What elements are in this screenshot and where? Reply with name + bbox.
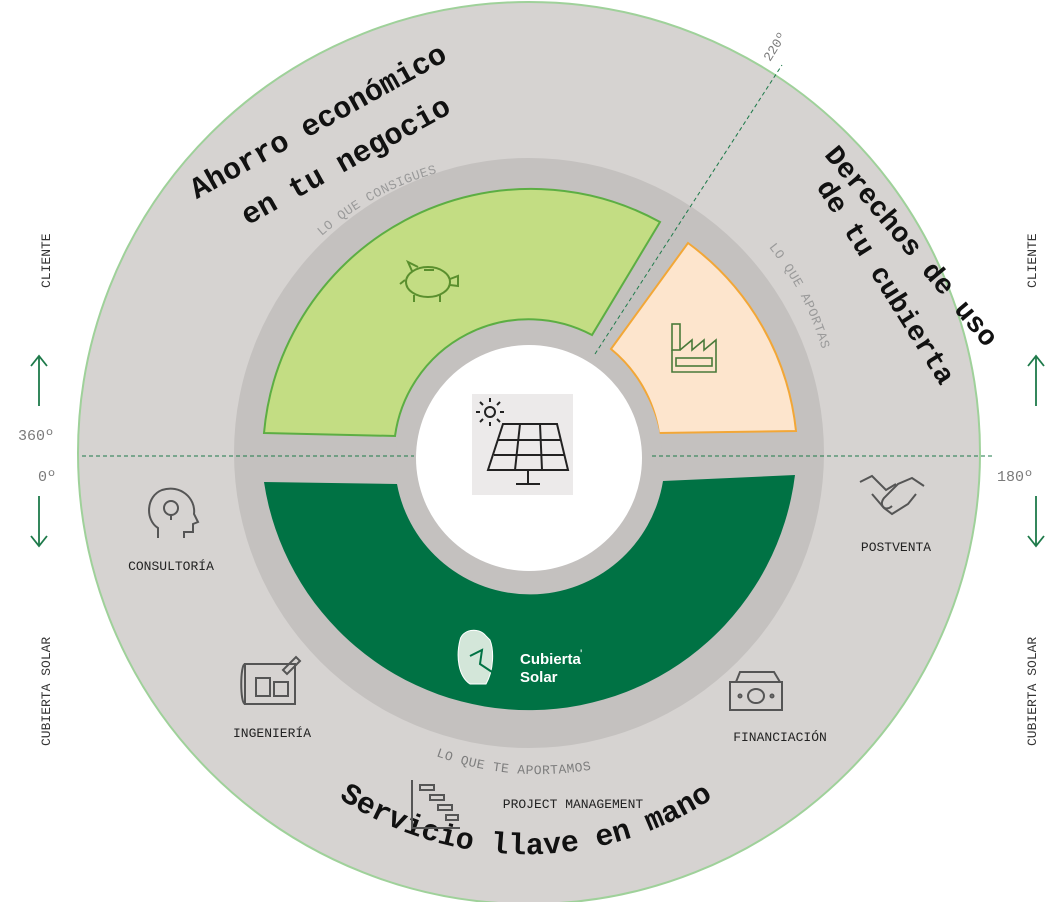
aportas-sector <box>609 241 798 435</box>
consultoria-label: CONSULTORÍA <box>128 559 214 574</box>
banknote-icon <box>729 671 783 711</box>
arrow-down-right-icon <box>1027 496 1045 548</box>
side-label-left-cliente: CLIENTE <box>39 233 54 288</box>
piggy-bank-icon <box>399 259 459 302</box>
brand-mark: ' <box>580 647 582 661</box>
brand-line1: Cubierta <box>520 651 582 668</box>
financiacion-label: FINANCIACIÓN <box>733 730 827 745</box>
gantt-chart-icon <box>411 780 460 829</box>
head-lightbulb-icon <box>148 487 200 538</box>
handshake-icon <box>859 474 925 516</box>
diagonal-dashed-line <box>594 64 783 355</box>
degree-180: 180º <box>997 469 1033 486</box>
consigues-sector <box>262 187 662 438</box>
aportamos-sector <box>264 475 795 711</box>
side-label-right-cubierta-solar: CUBIERTA SOLAR <box>1025 637 1040 746</box>
arrow-up-left-icon <box>30 354 48 406</box>
side-label-right-cliente: CLIENTE <box>1025 233 1040 288</box>
degree-0: 0º <box>38 469 56 486</box>
solar-panel-icon <box>476 398 570 485</box>
degree-220: 220º <box>761 30 790 64</box>
blueprint-icon <box>240 655 302 705</box>
center-icon-tile <box>472 394 573 495</box>
arrow-down-left-icon <box>30 496 48 548</box>
cubierta-solar-logo: Cubierta ' Solar <box>457 629 582 686</box>
factory-icon <box>671 323 717 373</box>
arrow-up-right-icon <box>1027 354 1045 406</box>
postventa-label: POSTVENTA <box>861 540 931 555</box>
brand-line2: Solar <box>520 669 558 686</box>
project-management-label: PROJECT MANAGEMENT <box>503 797 644 812</box>
side-label-left-cubierta-solar: CUBIERTA SOLAR <box>39 637 54 746</box>
degree-360: 360º <box>18 428 54 445</box>
ingenieria-label: INGENIERÍA <box>233 726 311 741</box>
